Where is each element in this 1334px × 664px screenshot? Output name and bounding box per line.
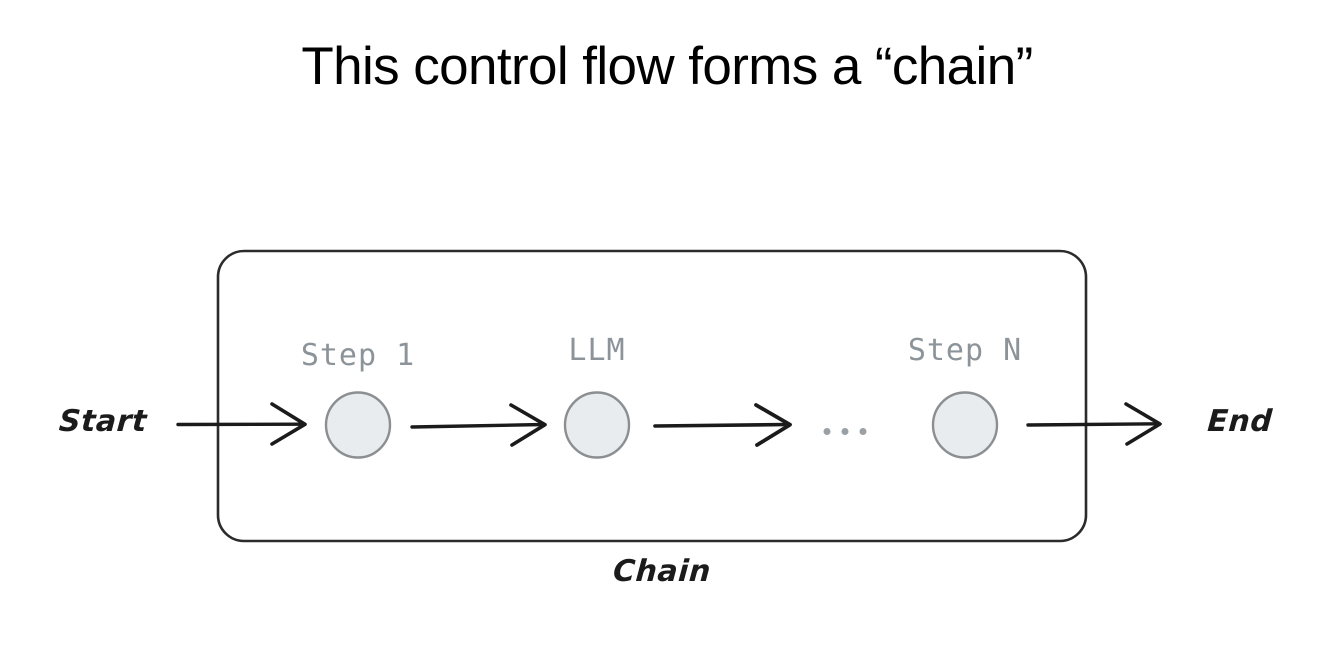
chain-container-box <box>216 249 1088 543</box>
arrow-stepn-to-end <box>1026 402 1162 446</box>
node-circle-step-1[interactable] <box>324 391 392 459</box>
ellipsis-dot <box>859 428 867 435</box>
ellipsis-dot <box>841 428 849 435</box>
arrow-llm-to-ellipsis <box>653 403 792 447</box>
arrow-start-to-step1 <box>176 402 307 446</box>
node-label-step-n: Step N <box>907 333 1023 368</box>
chain-container-label: Chain <box>611 554 713 589</box>
ellipsis-indicator <box>823 428 867 435</box>
node-circle-step-n[interactable] <box>931 391 999 459</box>
node-label-step-1: Step 1 <box>300 338 416 373</box>
ellipsis-dot <box>823 428 831 435</box>
arrow-step1-to-llm <box>410 403 547 447</box>
start-label: Start <box>57 404 149 439</box>
node-circle-llm[interactable] <box>563 391 631 459</box>
node-label-llm: LLM <box>568 333 626 368</box>
end-label: End <box>1206 404 1274 439</box>
page-title: This control flow forms a “chain” <box>301 37 1033 96</box>
